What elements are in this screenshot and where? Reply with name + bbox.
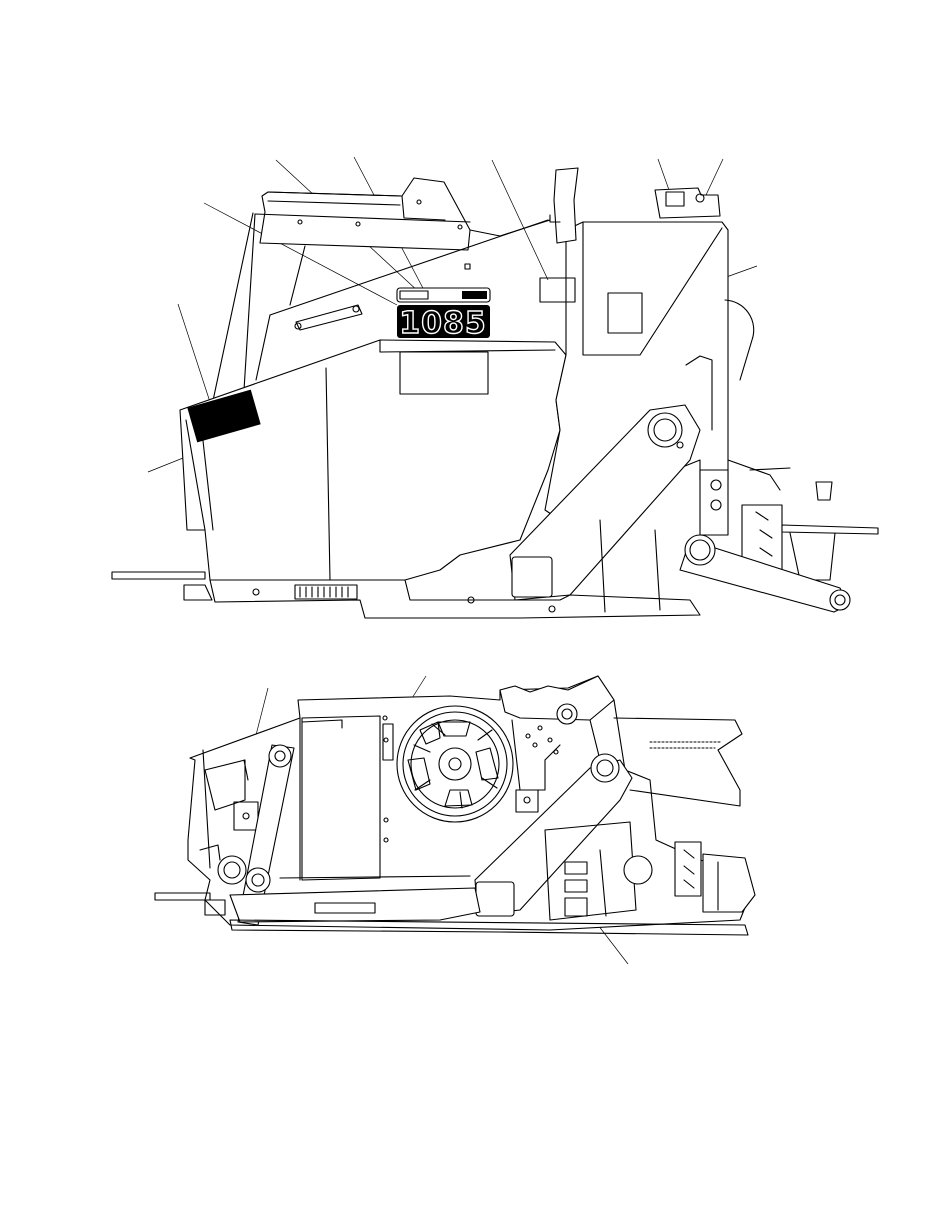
decal-lower-3 [564, 897, 588, 917]
decal-lower-1 [564, 861, 588, 875]
screed-upper [679, 459, 879, 613]
hopper-upper [254, 177, 471, 251]
tow-arm-lower [199, 744, 295, 926]
undercarriage-upper [111, 519, 701, 619]
push-arm-upper [509, 404, 701, 601]
decal-panel-right [607, 292, 643, 334]
flywheel [396, 705, 514, 823]
screed-lower [674, 841, 756, 913]
decals-lower [544, 821, 653, 921]
conveyor-extension [613, 717, 743, 807]
undercarriage-lower [154, 875, 749, 936]
push-arm-lower [474, 753, 633, 917]
model-number-text: 1085 [399, 306, 487, 341]
model-number-decal [397, 305, 490, 338]
lower-side-view [154, 675, 756, 965]
decal-panel-center [539, 277, 576, 303]
upper-side-view: 1085 [111, 156, 879, 619]
front-body [179, 339, 567, 581]
steering-post [553, 167, 579, 244]
warning-decal-black [187, 389, 261, 443]
hopper-wing [210, 212, 551, 411]
decal-lower-2 [564, 879, 588, 893]
hopper-lower [499, 675, 615, 813]
decal-panel-front [399, 351, 489, 395]
decals-wing: 1085 [396, 287, 491, 342]
control-box [654, 187, 721, 219]
